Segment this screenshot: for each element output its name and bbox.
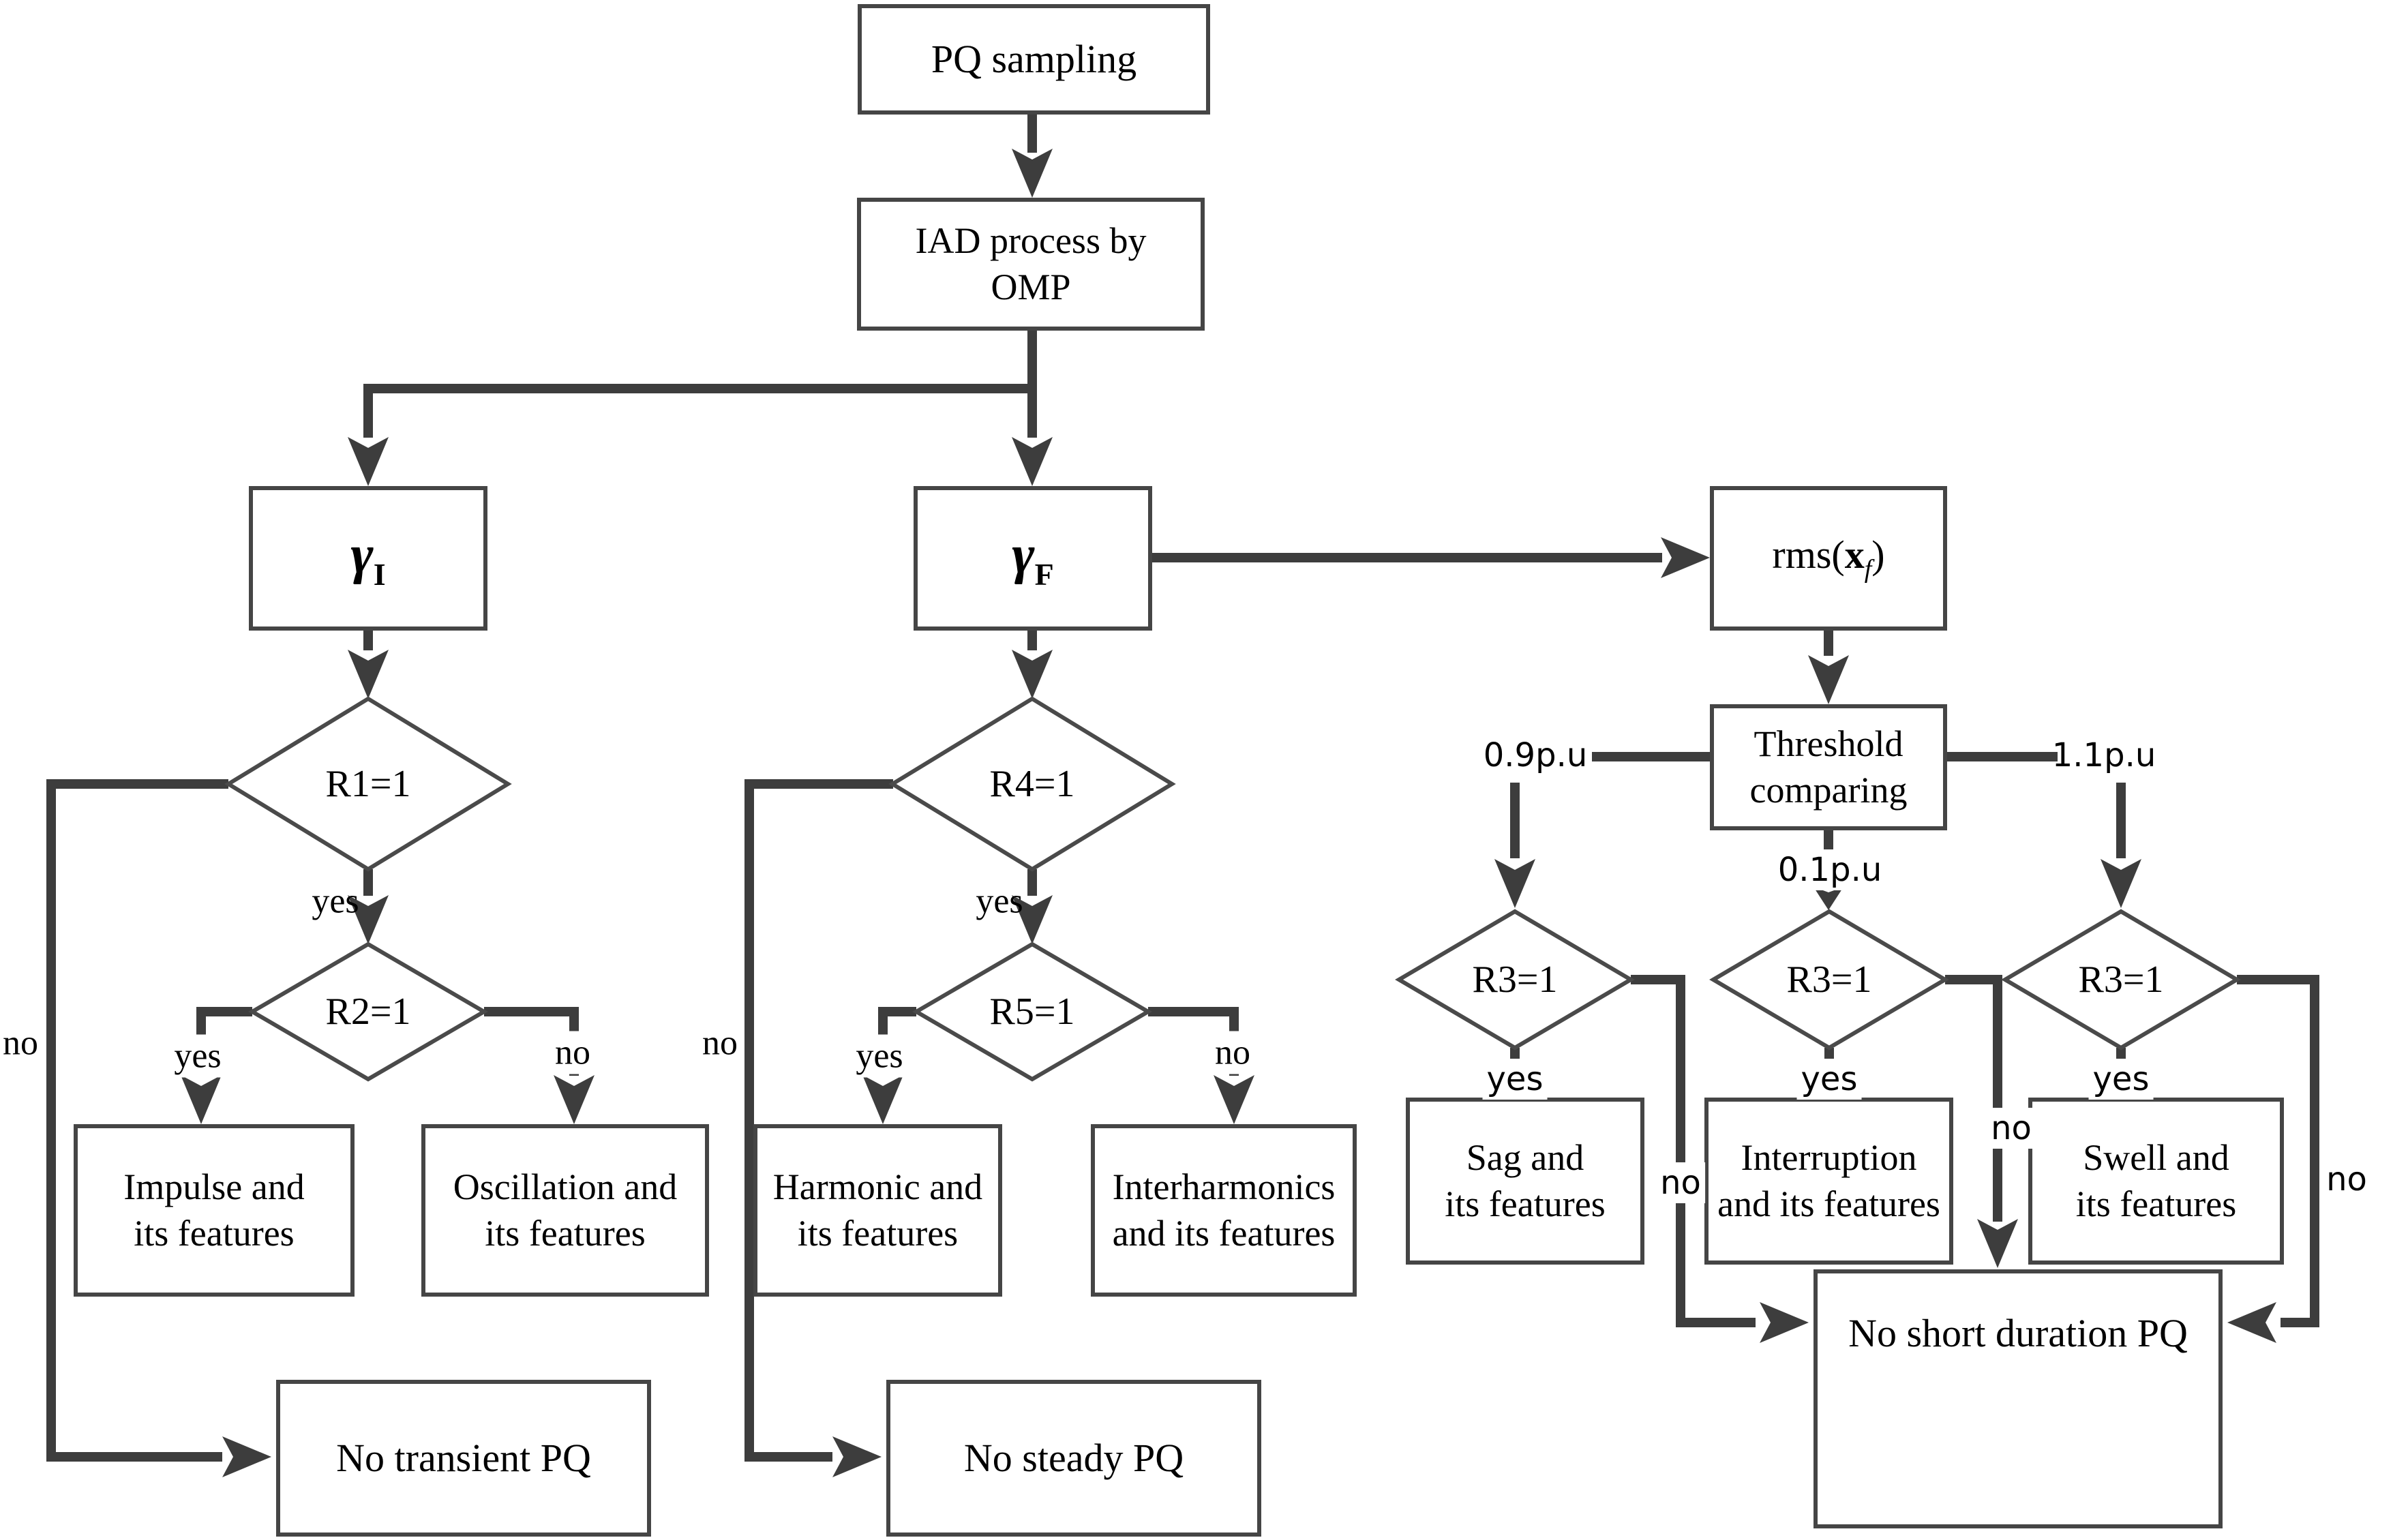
node-harmonic: Harmonic and its features [753,1124,1002,1297]
edge-label-r2-yes: yes [170,1034,226,1078]
node-impulse-label: Impulse and its features [123,1166,305,1254]
edge-label-swell-threshold: 1.1p.u [2051,736,2156,774]
node-sag-label: Sag and its features [1445,1137,1606,1224]
edge-label-r4-yes: yes [976,881,1023,921]
edge-label-r3-swell-yes: yes [2088,1059,2154,1100]
node-harmonic-label: Harmonic and its features [772,1166,983,1254]
node-no-transient-pq: No transient PQ [276,1380,651,1537]
decision-r4-label: R4=1 [989,763,1075,805]
node-swell: Swell and its features [2028,1098,2284,1265]
rms-subscript: f [1864,555,1872,584]
node-no-short-duration-pq-label: No short duration PQ [1848,1311,2188,1355]
decision-r3-sag-label: R3=1 [1472,958,1558,1001]
node-swell-label: Swell and its features [2075,1137,2237,1224]
node-no-transient-pq-label: No transient PQ [336,1435,591,1480]
decision-r2 [248,941,488,1082]
decision-r4 [888,696,1176,872]
node-threshold-comparing: Threshold comparing [1710,704,1947,830]
gamma-subscript: F [1034,557,1054,592]
node-gamma-i-label: γI [350,524,385,592]
edge-label-r5-no: no [1211,1031,1254,1074]
rms-prefix: rms( [1772,532,1845,577]
node-sag: Sag and its features [1406,1098,1644,1265]
decision-r3-interruption-label: R3=1 [1786,958,1872,1001]
node-iad-process: IAD process by OMP [857,198,1205,331]
node-interruption: Interruption and its features [1704,1098,1953,1265]
node-rms-label: rms(xf) [1772,530,1884,586]
decision-r3-interruption [1709,909,1949,1051]
node-gamma-f: γF [914,486,1152,631]
gamma-subscript: I [373,557,386,592]
node-iad-process-label: IAD process by OMP [915,220,1147,307]
edge-label-sag-threshold: 0.9p.u [1483,736,1588,774]
decision-r3-sag [1395,909,1635,1051]
decision-r1 [224,696,512,872]
rms-variable: x [1844,532,1865,577]
edge-label-r4-no: no [702,1023,738,1063]
node-interruption-label: Interruption and its features [1717,1137,1940,1224]
decision-r5 [912,941,1152,1082]
edge-label-r2-no: no [551,1031,595,1074]
edge-label-r3-swell-no: no [2326,1160,2367,1198]
decision-r5-label: R5=1 [989,991,1075,1033]
gamma-symbol: γ [350,525,374,585]
edge-label-r5-yes: yes [852,1034,907,1078]
node-no-steady-pq: No steady PQ [886,1380,1261,1537]
node-pq-sampling-label: PQ sampling [931,36,1137,81]
node-gamma-i: γI [249,486,487,631]
edge-label-interruption-threshold: 0.1p.u [1773,849,1886,890]
decision-r3-swell [2001,909,2241,1051]
node-impulse: Impulse and its features [74,1124,355,1297]
node-oscillation-label: Oscillation and its features [453,1166,678,1254]
node-interharmonics-label: Interharmonics and its features [1112,1166,1336,1254]
node-oscillation: Oscillation and its features [421,1124,709,1297]
decision-r2-label: R2=1 [325,991,411,1033]
decision-r1-label: R1=1 [325,763,411,805]
node-pq-sampling: PQ sampling [858,4,1210,115]
decision-r3-swell-label: R3=1 [2078,958,2164,1001]
edge-label-r3-interruption-yes: yes [1796,1059,1862,1100]
edge-label-r3-sag-yes: yes [1482,1059,1548,1100]
rms-suffix: ) [1871,532,1885,577]
node-threshold-comparing-label: Threshold comparing [1749,723,1908,811]
node-interharmonics: Interharmonics and its features [1091,1124,1357,1297]
edge-label-r1-no: no [3,1023,38,1063]
edge-label-r3-sag-no: no [1656,1162,1705,1203]
node-gamma-f-label: γF [1012,524,1053,592]
node-no-short-duration-pq: No short duration PQ [1813,1269,2223,1528]
edge-label-r1-yes: yes [312,881,359,921]
node-rms: rms(xf) [1710,486,1947,631]
gamma-symbol: γ [1012,525,1035,585]
edge-label-r3-interruption-no: no [1987,1108,2036,1149]
node-no-steady-pq-label: No steady PQ [963,1435,1184,1480]
